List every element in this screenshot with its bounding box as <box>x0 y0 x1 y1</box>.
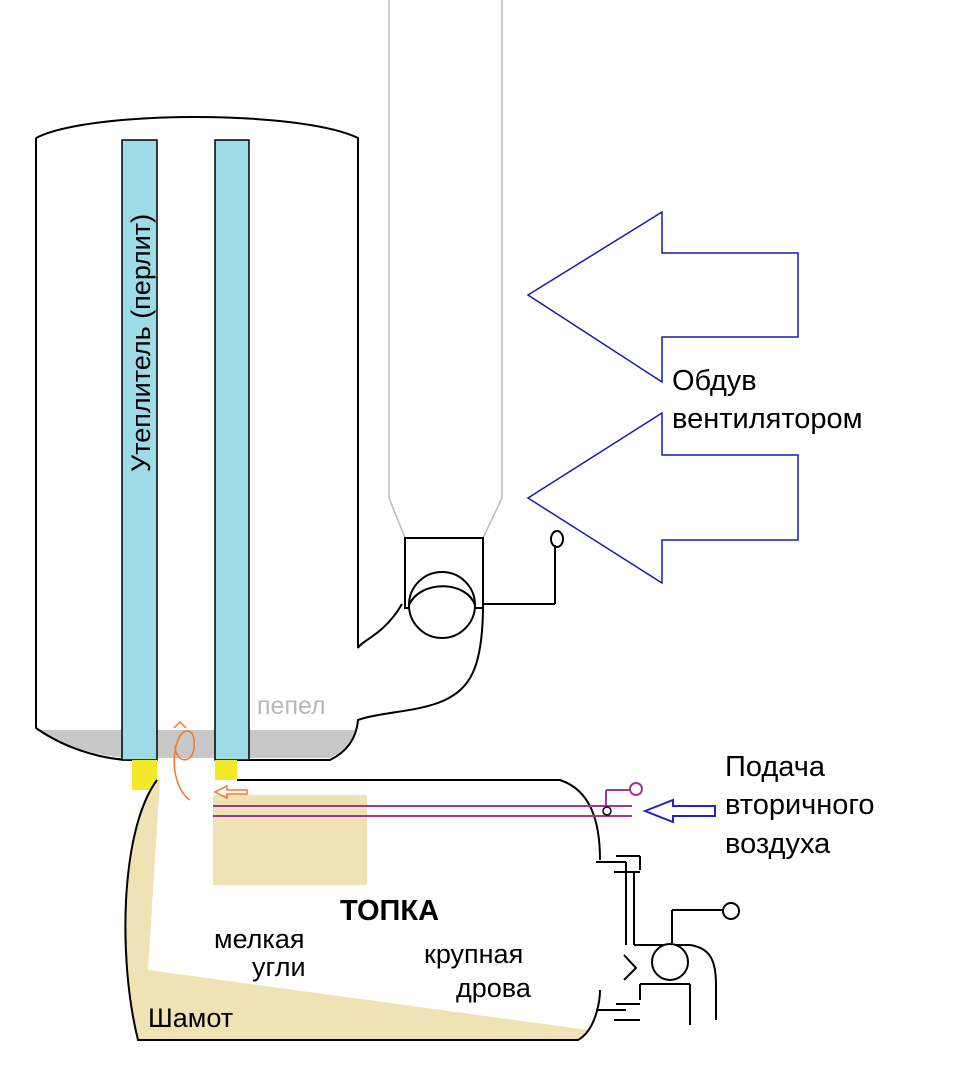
yellow-seal-right <box>215 760 237 780</box>
secondary-air-label-1: Подача <box>725 751 826 783</box>
fan-blow-arrow-upper <box>526 210 799 384</box>
fan-bottom-switch-icon <box>722 902 740 920</box>
small-fuel-label-1: мелкая <box>214 924 304 954</box>
fan-blow-arrow-lower <box>526 411 799 585</box>
small-fuel-label-2: угли <box>252 952 306 982</box>
insulation-column-left <box>121 139 158 761</box>
chamotte-lining <box>125 780 588 1040</box>
ash-label: пепел <box>257 692 326 720</box>
fan-bottom-icon <box>651 943 689 981</box>
firebox-label: ТОПКА <box>340 895 439 927</box>
secondary-air-arrow <box>642 798 716 824</box>
secondary-air-joint-icon <box>602 806 612 816</box>
heat-exchanger-barrel <box>35 116 484 761</box>
chamotte-block <box>213 795 367 885</box>
secondary-air-label-3: воздуха <box>725 828 831 860</box>
secondary-air-pipe <box>213 782 643 817</box>
large-fuel-label-1: крупная <box>424 939 523 969</box>
fan-blow-label-2: вентилятором <box>672 403 863 435</box>
fan-top-switch-icon <box>550 530 564 548</box>
secondary-air-label-2: вторичного <box>725 789 875 821</box>
fan-top-icon <box>408 571 476 639</box>
chamotte-label: Шамот <box>148 1003 233 1033</box>
chimney-pipe <box>388 0 503 539</box>
large-fuel-label-2: дрова <box>456 973 532 1003</box>
lower-door-assembly <box>596 855 740 1025</box>
secondary-air-valve-icon <box>629 782 643 796</box>
fan-unit-top <box>404 530 564 639</box>
flame-swirl-arrow <box>173 720 248 801</box>
insulation-column-right <box>214 139 250 761</box>
insulation-label: Утеплитель (перлит) <box>126 214 156 472</box>
fan-blow-label-1: Обдув <box>672 365 757 397</box>
ash-layer <box>36 730 355 758</box>
